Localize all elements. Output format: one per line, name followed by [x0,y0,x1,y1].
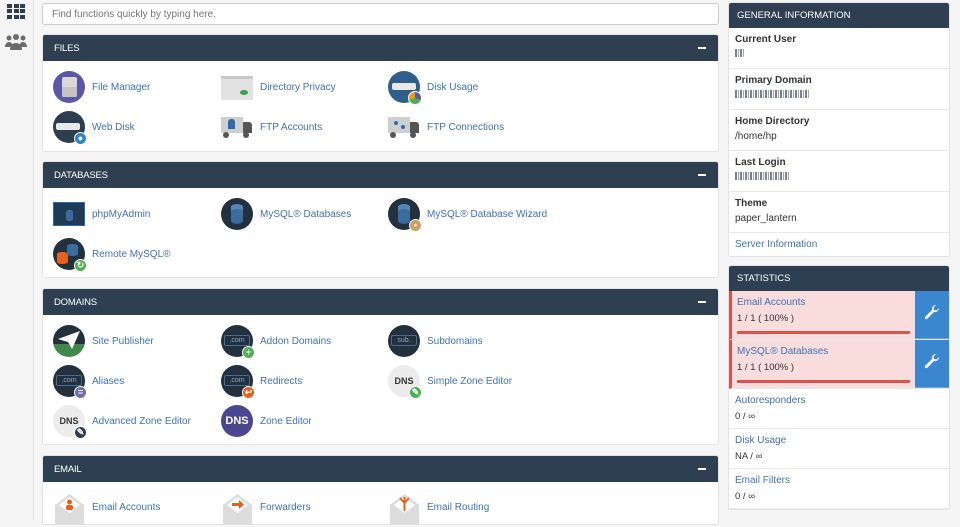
stat-link[interactable]: Email Accounts [737,297,806,308]
panel-title: DATABASES [54,169,108,181]
email-accounts-icon [53,491,86,524]
redacted-value [735,49,943,60]
folder-privacy-icon [221,71,254,104]
item-mysql-databases[interactable]: MySQL® Databases [221,197,351,231]
redacted-value [735,90,943,101]
item-file-manager[interactable]: File Manager [53,70,150,104]
email-routing-icon [388,491,421,524]
wrench-icon [923,353,941,374]
usage-bar [737,380,910,383]
info-current-user: Current User [729,28,949,69]
info-last-login: Last Login [729,151,949,192]
simple-zone-editor-icon: DNS ✎ [388,364,422,399]
wrench-button[interactable] [915,291,949,339]
panel-title: EMAIL [54,463,82,475]
item-ftp-accounts[interactable]: FTP Accounts [221,110,322,144]
stat-disk-usage: Disk Usage NA / ∞ [729,429,949,469]
redirects-icon: .com ↩ [221,364,255,399]
panel-title: GENERAL INFORMATION [737,10,851,21]
item-directory-privacy[interactable]: Directory Privacy [221,70,336,104]
panel-header: FILES [43,35,718,61]
stat-mysql-databases: MySQL® Databases 1 / 1 ( 100% ) [729,340,949,389]
item-advanced-zone-editor[interactable]: DNS ✎ Advanced Zone Editor [53,404,191,439]
info-theme: Theme paper_lantern [729,192,949,233]
panel-title: STATISTICS [737,273,791,284]
collapse-icon[interactable] [698,301,706,303]
stat-email-accounts: Email Accounts 1 / 1 ( 100% ) [729,291,949,340]
item-aliases[interactable]: .com = Aliases [53,364,124,399]
panel-header: GENERAL INFORMATION [729,3,949,28]
item-addon-domains[interactable]: .com + Addon Domains [221,324,331,359]
item-mysql-database-wizard[interactable]: • MySQL® Database Wizard [388,197,547,232]
panel-header: DATABASES [43,162,718,188]
item-forwarders[interactable]: Forwarders [221,490,311,524]
collapse-icon[interactable] [698,174,706,176]
left-sidebar [0,0,34,520]
item-simple-zone-editor[interactable]: DNS ✎ Simple Zone Editor [388,364,512,399]
item-phpmyadmin[interactable]: phpMyAdmin [53,197,150,231]
panel-domains: DOMAINS Site Publisher .com + Addon Doma… [42,288,719,445]
panel-header: STATISTICS [729,266,949,291]
panel-files: FILES File Manager Directory Privacy Dis [42,34,719,152]
item-disk-usage[interactable]: Disk Usage [388,70,478,105]
panel-header: EMAIL [43,456,718,482]
users-icon[interactable] [5,31,27,53]
stat-autoresponders: Autoresponders 0 / ∞ [729,389,949,429]
mysql-databases-icon [221,197,254,231]
info-home-directory: Home Directory /home/hp [729,110,949,151]
item-zone-editor[interactable]: DNS Zone Editor [221,404,312,438]
item-remote-mysql[interactable]: ↻ Remote MySQL® [53,237,171,272]
panel-title: FILES [54,42,80,54]
zone-editor-icon: DNS [221,404,254,438]
forwarders-icon [221,491,254,524]
panel-email: EMAIL Email Accounts Forwarders Email Ro… [42,455,719,525]
aliases-icon: .com = [53,364,87,399]
stat-link[interactable]: Autoresponders [735,395,806,406]
info-primary-domain: Primary Domain [729,69,949,110]
stat-link[interactable]: Email Filters [735,475,791,486]
advanced-zone-editor-icon: DNS ✎ [53,404,87,439]
wrench-button[interactable] [915,340,949,388]
panel-databases: DATABASES phpMyAdmin MySQL® Databases • … [42,161,719,278]
ftp-connections-icon [388,111,421,144]
subdomains-icon: sub. [388,324,421,358]
item-redirects[interactable]: .com ↩ Redirects [221,364,302,399]
server-information-link[interactable]: Server Information [735,239,818,250]
usage-bar [737,331,910,334]
stat-link[interactable]: MySQL® Databases [737,346,829,357]
disk-usage-icon [388,70,422,105]
right-column: GENERAL INFORMATION Current User Primary… [728,2,950,518]
panel-title: DOMAINS [54,296,97,308]
item-ftp-connections[interactable]: FTP Connections [388,110,504,144]
item-email-routing[interactable]: Email Routing [388,490,489,524]
general-information-panel: GENERAL INFORMATION Current User Primary… [728,2,950,257]
panel-header: DOMAINS [43,289,718,315]
remote-mysql-icon: ↻ [53,237,87,272]
item-subdomains[interactable]: sub. Subdomains [388,324,483,358]
item-web-disk[interactable]: ● Web Disk [53,110,135,145]
addon-domains-icon: .com + [221,324,255,359]
apps-grid-icon[interactable] [5,0,27,22]
file-manager-icon [53,70,86,104]
phpmyadmin-icon [53,198,86,231]
collapse-icon[interactable] [698,47,706,49]
item-site-publisher[interactable]: Site Publisher [53,324,154,358]
statistics-panel: STATISTICS Email Accounts 1 / 1 ( 100% )… [728,265,950,510]
site-publisher-icon [53,324,86,358]
stat-email-filters: Email Filters 0 / ∞ [729,469,949,509]
mysql-wizard-icon: • [388,197,422,232]
stat-link[interactable]: Disk Usage [735,435,787,446]
search-input[interactable] [42,3,719,25]
wrench-icon [923,304,941,325]
web-disk-icon: ● [53,110,87,145]
collapse-icon[interactable] [698,468,706,470]
ftp-accounts-icon [221,111,254,144]
item-email-accounts[interactable]: Email Accounts [53,490,160,524]
redacted-value [735,172,943,183]
